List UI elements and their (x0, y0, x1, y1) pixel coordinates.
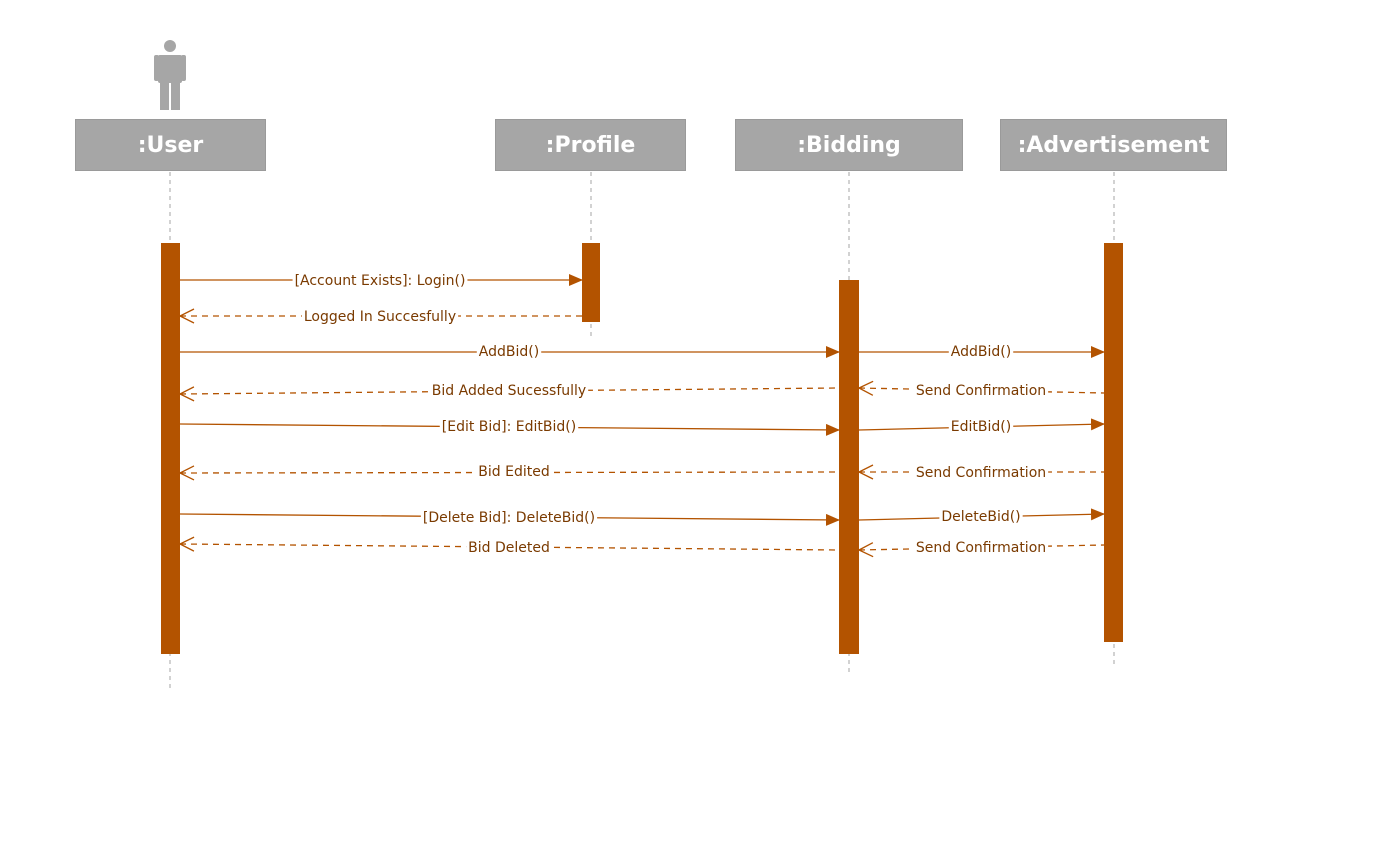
message-bid-edited-label: Bid Edited (478, 464, 549, 480)
message-login-label: [Account Exists]: Login() (295, 273, 466, 289)
message-bid-deleted-label-bg (466, 540, 552, 556)
message-deletebid-label: [Delete Bid]: DeleteBid() (423, 510, 595, 526)
message-addbid-label-bg (476, 344, 542, 360)
message-send-conf-3-label-bg (913, 540, 1049, 556)
lifeline-advertisement-header[interactable]: :Advertisement (1000, 119, 1227, 171)
message-editbid-label-bg (439, 419, 579, 435)
message-deletebid-adv-label: DeleteBid() (941, 509, 1020, 525)
message-deletebid-adv-label-bg (939, 509, 1023, 525)
activation-user[interactable] (161, 243, 180, 654)
activation-bidding[interactable] (839, 280, 859, 654)
message-bid-added-label: Bid Added Sucessfully (432, 383, 586, 399)
message-editbid-adv-label-bg (948, 419, 1014, 435)
lifeline-bidding-header[interactable]: :Bidding (735, 119, 963, 171)
message-send-conf-3-label: Send Confirmation (916, 540, 1046, 556)
message-login-label-bg (292, 273, 468, 289)
message-addbid-label: AddBid() (479, 344, 539, 360)
lifeline-user-header[interactable]: :User (75, 119, 266, 171)
message-bid-edited-label-bg (476, 464, 552, 480)
message-deletebid-label-bg (420, 510, 598, 526)
activation-profile[interactable] (582, 243, 600, 322)
message-editbid-label: [Edit Bid]: EditBid() (442, 419, 576, 435)
activation-advertisement[interactable] (1104, 243, 1123, 642)
message-addbid-adv-label: AddBid() (951, 344, 1011, 360)
message-send-conf-1-label-bg (913, 383, 1049, 399)
message-editbid-adv-label: EditBid() (951, 419, 1011, 435)
message-logged-in-label: Logged In Succesfully (304, 309, 456, 325)
person-icon (154, 40, 186, 110)
message-logged-in-label-bg (301, 309, 459, 325)
message-bid-added-label-bg (429, 383, 589, 399)
message-send-conf-2-label: Send Confirmation (916, 465, 1046, 481)
lifeline-profile-header[interactable]: :Profile (495, 119, 686, 171)
message-bid-deleted-label: Bid Deleted (468, 540, 550, 556)
message-addbid-adv-label-bg (948, 344, 1014, 360)
message-send-conf-2-label-bg (913, 465, 1049, 481)
message-send-conf-1-label: Send Confirmation (916, 383, 1046, 399)
